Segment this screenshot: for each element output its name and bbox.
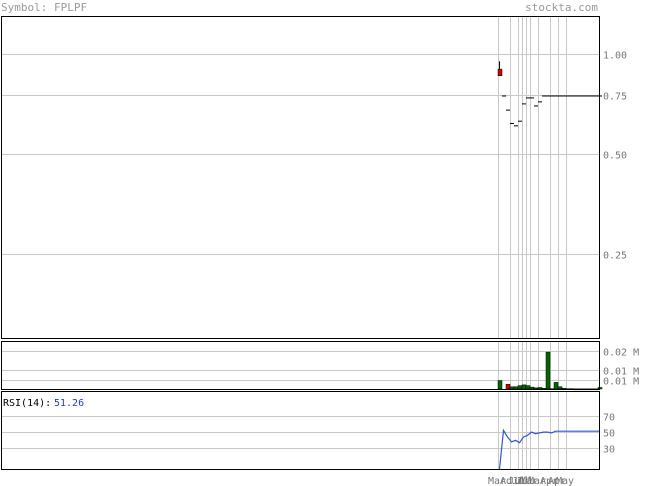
candle (502, 95, 506, 97)
rsi-panel (498, 428, 600, 470)
candle-body (586, 95, 590, 97)
rsi-value: 51.26 (54, 398, 84, 409)
volume-bar (497, 380, 503, 390)
candle-body (502, 95, 506, 97)
candle (566, 95, 570, 97)
price-tick-label: 0.75 (603, 92, 627, 103)
x-tick-label: Jul (508, 476, 526, 486)
candle (550, 95, 554, 97)
candle-body (497, 68, 503, 76)
candle-body (530, 97, 534, 99)
candle (526, 97, 530, 99)
candle (570, 95, 574, 97)
candle (538, 101, 542, 103)
x-tick-label: Jul (516, 476, 534, 486)
volume-bar (557, 386, 563, 390)
candle-body (574, 95, 578, 97)
candle-body (510, 122, 514, 124)
volume-bar (521, 384, 527, 390)
x-tick-label: Mar (528, 476, 546, 486)
price-tick-label: 1.00 (603, 51, 627, 62)
rsi-line (498, 428, 600, 470)
candle (578, 95, 582, 97)
candle-body (558, 95, 562, 97)
candle-body (538, 101, 542, 103)
candle-body (514, 125, 518, 127)
candle (510, 122, 514, 124)
candle (574, 95, 578, 97)
x-tick-label: Mar (488, 476, 506, 486)
site-name: stockta.com (525, 1, 598, 14)
candle (534, 105, 538, 107)
candle (582, 95, 586, 97)
volume-bar (529, 386, 535, 390)
candle (518, 120, 522, 122)
price-tick-label: 0.25 (603, 251, 627, 262)
volume-tick-label: 0.02 M (603, 348, 639, 359)
price-frame (1, 16, 600, 339)
volume-bar (513, 386, 519, 390)
candle (497, 61, 503, 76)
candle (522, 103, 526, 105)
candle (586, 95, 590, 97)
volume-bar (537, 387, 543, 390)
candle-body (550, 95, 554, 97)
volume-frame (1, 341, 600, 390)
volume-bar (545, 351, 551, 390)
panel-frames (1, 16, 600, 470)
candle (506, 109, 510, 111)
x-tick-label: May (556, 476, 574, 486)
symbol-label: Symbol: FPLPF (1, 1, 87, 14)
candle (590, 95, 594, 97)
volume-bar (533, 387, 539, 390)
price-tick-label: 0.50 (603, 151, 627, 162)
volume-tick-label: 0.01 M (603, 377, 639, 388)
candle-body (566, 95, 570, 97)
candle-body (534, 105, 538, 107)
candle-body (554, 95, 558, 97)
rsi-tick-label: 30 (603, 445, 615, 456)
candle-body (506, 109, 510, 111)
candle-body (526, 97, 530, 99)
candle (530, 97, 534, 99)
candle-body (518, 120, 522, 122)
volume-bar (509, 386, 515, 390)
candle (554, 95, 558, 97)
candle-body (594, 95, 598, 97)
price-panel (497, 61, 602, 127)
rsi-tick-label: 70 (603, 413, 615, 424)
x-tick-label: Jul (512, 476, 530, 486)
volume-bar (525, 385, 531, 390)
candle-body (570, 95, 574, 97)
candle-body (546, 95, 550, 97)
volume-bar (517, 385, 523, 390)
grid-lines (1, 16, 599, 469)
candle (558, 95, 562, 97)
candle (546, 95, 550, 97)
rsi-frame (1, 391, 600, 470)
x-tick-label: Apr (548, 476, 566, 486)
candle-body (582, 95, 586, 97)
volume-bar (505, 384, 511, 390)
candle (514, 125, 518, 127)
candle-body (590, 95, 594, 97)
candle (542, 95, 546, 97)
candle-body (578, 95, 582, 97)
candle (562, 95, 566, 97)
candle-body (542, 95, 546, 97)
volume-tick-label: 0.01 M (603, 367, 639, 378)
rsi-tick-label: 50 (603, 429, 615, 440)
volume-bar (553, 382, 559, 390)
axis-labels: 1.00 0.75 0.50 0.25 0.02 M 0.01 M0.01 M 70 50 30… (488, 51, 639, 486)
x-tick-label: Ad (500, 476, 512, 486)
candle-body (562, 95, 566, 97)
candle-body (522, 103, 526, 105)
rsi-label: RSI(14): (3, 398, 51, 409)
candle (594, 95, 598, 97)
x-tick-label: Mar (520, 476, 538, 486)
x-tick-label: Apr (540, 476, 558, 486)
